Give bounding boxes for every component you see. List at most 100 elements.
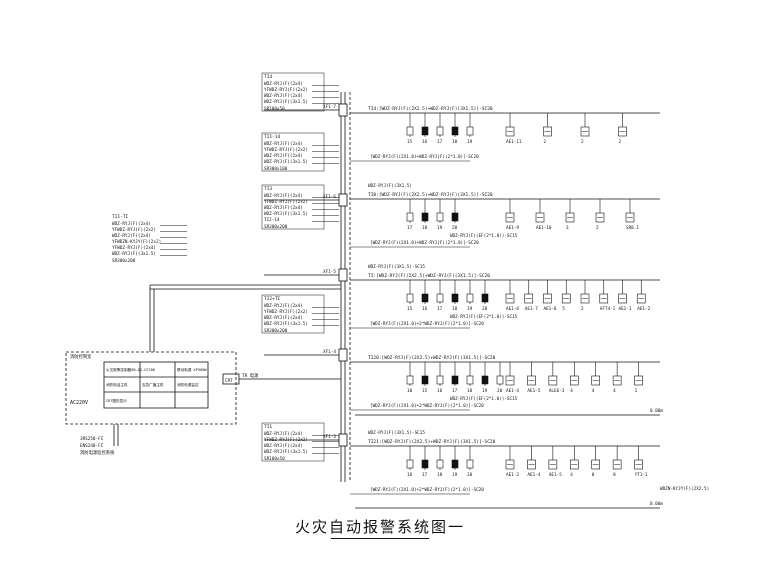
module-number: 16 xyxy=(407,472,413,478)
cable-spec-line: WDZ-RYJ(F)(2x4) xyxy=(264,205,303,211)
device-label: AE1-2 xyxy=(637,306,650,312)
cable-spec-line: WDZ-RYJ(F)(2x4) xyxy=(264,141,303,147)
module-number: 18 xyxy=(422,225,428,231)
module-number: 19 xyxy=(467,306,473,312)
cable-stack-box xyxy=(261,422,325,462)
module-number: 17 xyxy=(452,388,458,394)
bus-branch-TI21: TI21:[WDZ-RYJ(F)(2X2.5)+WDZ-RYJ(F)(3X1.5… xyxy=(350,430,660,495)
device-label: 2 xyxy=(619,139,622,145)
module-symbol xyxy=(436,375,444,385)
module-number: 20 xyxy=(482,306,488,312)
control-cell-text: 消防电源监控 xyxy=(177,382,199,387)
device-label: 2 xyxy=(581,139,584,145)
bus-branch-TI: TI:[WDZ-RYJ(F)(2X2.5)+WDZ-RYJ(F)(3X1.5)]… xyxy=(350,264,660,329)
cable-stack-tag: TI4 xyxy=(264,74,272,80)
module-symbol xyxy=(466,293,474,303)
sub-bus-spec: [WDZ-RYJ(F)(2X1.0)+2*WDZ-RYJ(F)(2*1.0)]-… xyxy=(370,487,484,493)
cable-stack-tag: TI1-14 xyxy=(264,134,281,140)
module-number: 17 xyxy=(407,225,413,231)
module-number: 15 xyxy=(422,388,428,394)
cable-stack-mid: TI1-TIWDZ-RYJ(F)(2x4)YFWDZ-RYJ(F)(2x2)WD… xyxy=(112,214,187,264)
cable-spec-line: YFWDZ-RYJ(F)(2x2) xyxy=(264,199,308,205)
cable-pipe-spec: SR100x50 xyxy=(264,456,285,462)
level-mark: 0.00m xyxy=(650,501,663,507)
device-label: 1 xyxy=(635,388,638,394)
device-label: AE1-4 xyxy=(506,388,519,394)
cable-spec-line: YFWDZ-RYJ(F)(2x2) xyxy=(264,309,308,315)
cable-pipe-spec: SR300x200 xyxy=(112,258,136,264)
riser-junction-box xyxy=(338,193,348,207)
device-label: AE1-3 xyxy=(506,472,519,478)
device-label: AE1-4 xyxy=(527,472,540,478)
cable-spec-line: TI2-14 xyxy=(264,217,280,223)
module-number: 15 xyxy=(407,306,413,312)
cable-spec-line: WDZ-RYJ(F)(2x4) xyxy=(264,153,303,159)
riser-label: XF1-4 xyxy=(323,349,336,355)
module-number: 10 xyxy=(407,388,413,394)
control-panel-box xyxy=(103,361,209,409)
module-symbol xyxy=(436,293,444,303)
cable-pipe-spec: SR300x100 xyxy=(264,166,288,172)
bus-spec: TI:[WDZ-RYJ(F)(2X2.5)+WDZ-RYJ(F)(3X1.5)]… xyxy=(368,273,490,279)
riser-label: XF1-6 xyxy=(323,194,336,200)
control-room-heading: 消防控制室 xyxy=(70,353,92,360)
module-symbol xyxy=(451,293,459,303)
bus-branch-TI20: TI20:[WDZ-RYJ(F)(2X2.5)+WDZ-RYJ(F)(3X1.5… xyxy=(350,355,660,411)
module-number: 15 xyxy=(407,139,413,145)
cable-stack-box xyxy=(261,184,325,230)
module-number: 20 xyxy=(452,225,458,231)
cable-stack-tag: TI2+TI xyxy=(264,296,281,302)
cable-spec-line: WDZ-RYJ(F)(3x1.5) xyxy=(112,251,156,257)
device-label: AE1-7 xyxy=(525,306,538,312)
device-label: AFT4-1 xyxy=(600,306,616,312)
module-number: 20 xyxy=(467,472,473,478)
module-symbol xyxy=(451,459,459,469)
cable-spec-line: WDZ-RYJ(F)(2x4) xyxy=(264,315,303,321)
sub-bus-spec: [WDZ-RYJ(F)(2X1.0)+WDZ-RYJ(F)(2*1.0)]-SC… xyxy=(370,154,479,160)
sub-bus-spec: [WDZ-RYJ(F)(2X1.0)+2*WDZ-RYJ(F)(2*1.0)]-… xyxy=(370,403,484,409)
control-cell-text: CRT图形显示 xyxy=(106,398,127,403)
module-number: 18 xyxy=(452,139,458,145)
cable-spec-line: YFWDZ-RYJ(F)(2x2) xyxy=(264,147,308,153)
module-number: 17 xyxy=(437,306,443,312)
device-label: 8 xyxy=(613,472,616,478)
sub-bus-spec: [WDZ-RYJ(F)(2X1.0)+WDZ-RYJ(F)(2*1.0)]-SC… xyxy=(370,240,479,246)
module-symbol xyxy=(481,375,489,385)
cable-spec-line: WDZ-RYJ(F)(2x4) xyxy=(264,81,303,87)
device-label: 5 xyxy=(562,306,565,312)
device-label: AE1-10 xyxy=(536,225,552,231)
module-symbol xyxy=(451,375,459,385)
device-label: 2 xyxy=(581,306,584,312)
cable-spec-line: WDZ-RYJ(F)(2x4) xyxy=(264,443,303,449)
module-symbol xyxy=(406,459,414,469)
cable-stack-floor3: TI1WDZ-RYJ(F)(2x4)YFWDZ-RYJ(F)(2x2)WDZ-R… xyxy=(261,422,339,462)
cable-stack-tag: TI3 xyxy=(264,186,272,192)
control-cell-text: 火灾报警控制器GB-QG-CS700 xyxy=(106,367,155,372)
cable-spec-line: WDZ-RYJ(F)(3x1.5) xyxy=(264,99,308,105)
device-label: AE1-5 xyxy=(549,472,562,478)
sub-bus-spec: [WDZ-RYJ(F)(2X1.0)+2*WDZ-RYJ(F)(2*1.0)]-… xyxy=(370,321,484,327)
control-footer-line: 3RS250-FC xyxy=(80,436,104,442)
control-cell-text: 联动电源 XP300W xyxy=(177,367,207,372)
device-label: SR8.1 xyxy=(626,225,639,231)
module-symbol xyxy=(451,212,459,222)
cable-stack-floor6: TI1-14WDZ-RYJ(F)(2x4)YFWDZ-RYJ(F)(2x2)WD… xyxy=(261,132,339,172)
cable-pipe-spec: SR100x50 xyxy=(264,106,285,112)
module-number: 19 xyxy=(482,388,488,394)
device-label: 3 xyxy=(566,225,569,231)
cable-spec-line: YFWDZ-RYJ(F)(2x4) xyxy=(112,245,156,251)
riser-junction-box xyxy=(338,268,348,282)
sub-bus-spec-2: WDZ-RYJ(F)(EF(2*1.0))-SC15 xyxy=(450,314,518,320)
riser-junction-box xyxy=(338,348,348,362)
module-symbol xyxy=(421,293,429,303)
bus-spec: TI20:[WDZ-RYJ(F)(2X2.5)+WDZ-RYJ(F)(3X1.5… xyxy=(368,355,496,361)
device-label: AE1-1 xyxy=(619,306,632,312)
sub-bus-spec-2: WDZ-RYJ(F)(EF(2*1.0))-SC15 xyxy=(450,233,518,239)
bus-spec: TI21:[WDZ-RYJ(F)(2X2.5)+WDZ-RYJ(F)(3X1.5… xyxy=(368,439,496,445)
device-label: AE1-11 xyxy=(506,139,522,145)
cable-spec-line: WDZ-RYJ(F)(3x1.5) xyxy=(264,211,308,217)
power-label: AC220V xyxy=(70,400,88,406)
device-label: 4 xyxy=(570,388,573,394)
module-number: 18 xyxy=(452,306,458,312)
